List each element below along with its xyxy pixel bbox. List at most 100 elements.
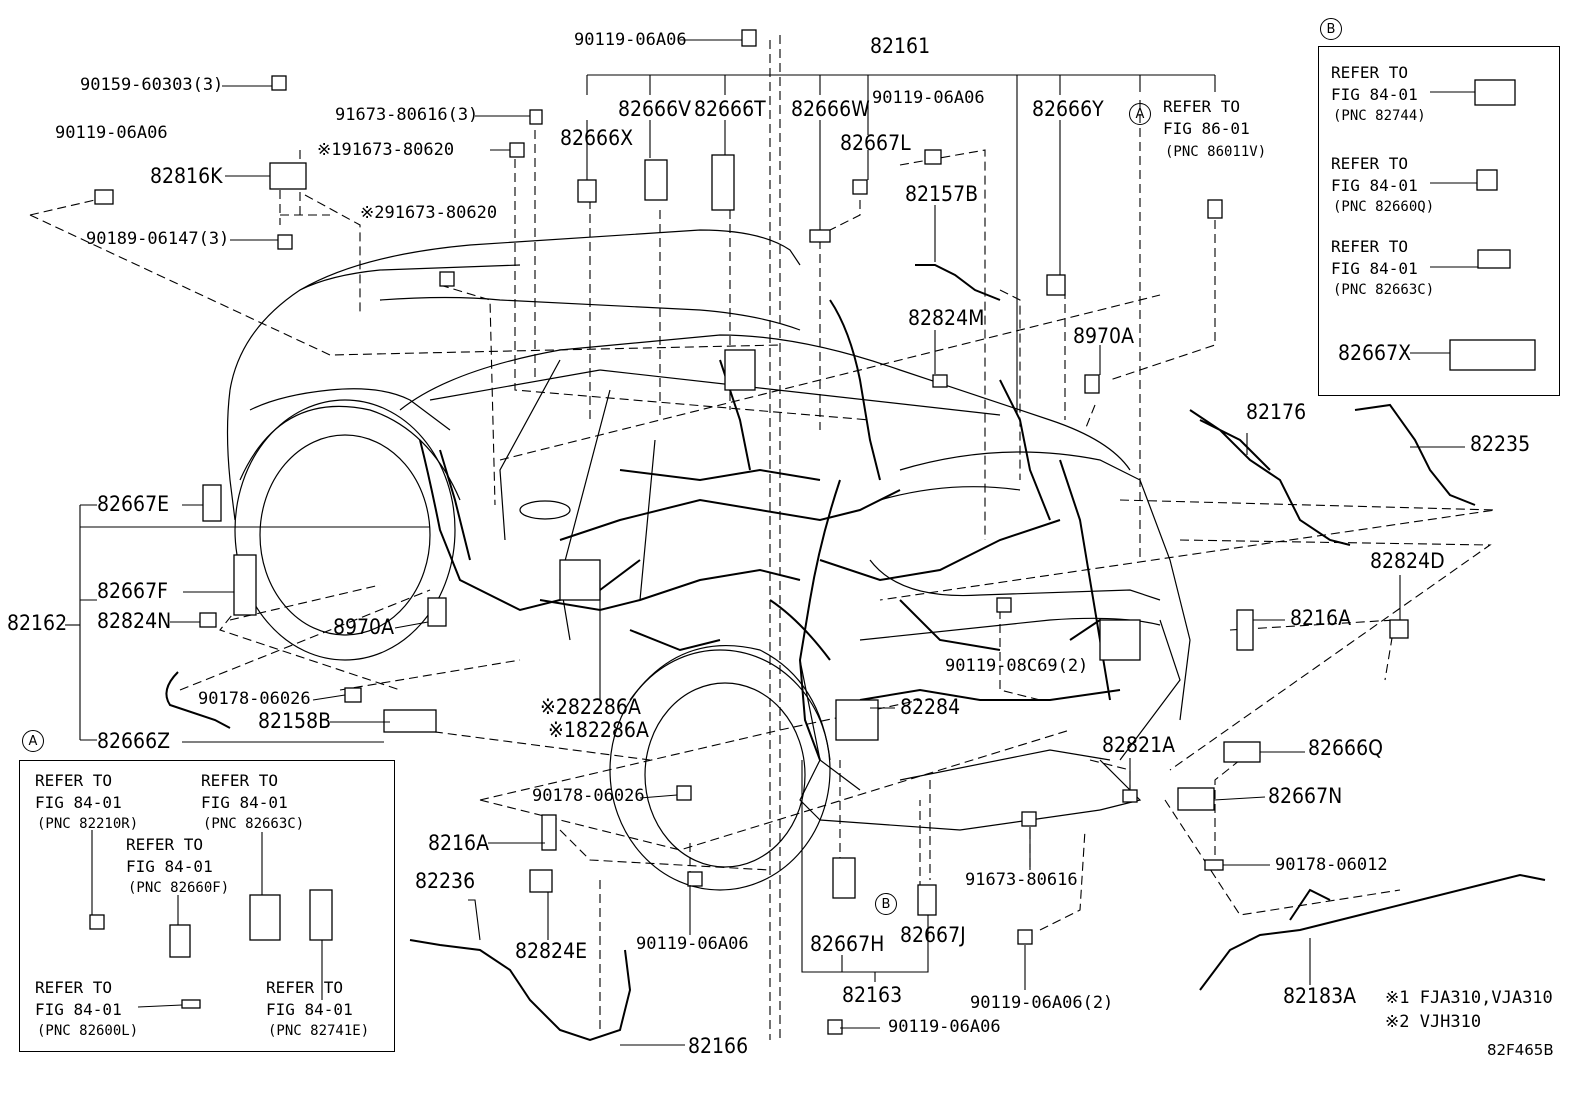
fastener-90159-60303: 90159-60303(3) [80,75,224,95]
note-1: ※1 FJA310,VJA310 [1385,988,1553,1008]
leader-lines [65,39,1478,1046]
part-82183A: 82183A [1283,984,1357,1008]
box-b-item2-pnc: (PNC 82660Q) [1333,199,1435,215]
wheel-outlines [234,399,831,891]
part-82162: 82162 [7,611,68,635]
part-82286A-2: ※282286A [540,695,641,719]
refer-top-line2: FIG 86-01 [1163,119,1250,138]
callout-b-marker-bottom: B [875,893,897,915]
box-a-item3-pnc: (PNC 82660F) [128,880,230,896]
box-a-item1-line2: FIG 84-01 [35,793,122,812]
fastener-90119-06A06-lowest: 90119-06A06 [888,1017,1001,1037]
part-82666X: 82666X [560,126,634,150]
box-b-item1-line2: FIG 84-01 [1331,85,1418,104]
fastener-90119-08C69: 90119-08C69(2) [945,656,1089,676]
component-glyphs [89,29,1536,1035]
part-8970A-top: 8970A [1073,324,1134,348]
box-a-item5-line2: FIG 84-01 [266,1000,353,1019]
part-82666T: 82666T [694,97,766,121]
part-8216A-right: 8216A [1290,606,1351,630]
box-a-item2-pnc: (PNC 82663C) [203,816,305,832]
part-82666Q: 82666Q [1308,736,1383,760]
fastener-90189-06147: 90189-06147(3) [86,229,230,249]
part-82666Y: 82666Y [1032,97,1104,121]
fastener-90119-06A06-left: 90119-06A06 [55,123,168,143]
part-82667E: 82667E [97,492,170,516]
box-a-item5-pnc: (PNC 82741E) [268,1023,370,1039]
part-82667L: 82667L [840,131,911,155]
box-b-legend [1318,46,1560,396]
note-2: ※2 VJH310 [1385,1012,1482,1032]
part-82824D: 82824D [1370,549,1445,573]
fastener-90178-06026-left: 90178-06026 [198,689,311,709]
box-a-item4-pnc: (PNC 82600L) [37,1023,139,1039]
box-b-marker: B [1320,18,1342,40]
box-b-item3-line1: REFER TO [1331,237,1409,256]
fastener-90119-06A06-top: 90119-06A06 [574,30,687,50]
part-82667H: 82667H [810,932,885,956]
box-b-item1-pnc: (PNC 82744) [1333,108,1426,124]
part-82157B: 82157B [905,182,979,206]
part-8216A-left: 8216A [428,831,489,855]
box-b-item2-line1: REFER TO [1331,154,1409,173]
fastener-90178-06026-mid: 90178-06026 [532,786,645,806]
fastener-90119-06A06-mid: 90119-06A06 [872,88,985,108]
harness-82235 [1354,403,1476,506]
fastener-90178-06012: 90178-06012 [1275,855,1388,875]
callout-a-marker-top: A [1129,103,1151,125]
part-82666V: 82666V [618,97,692,121]
fastener-91673-80620-1: ※191673-80620 [317,140,455,160]
box-a-item4-line1: REFER TO [35,978,113,997]
part-82667J: 82667J [900,923,966,947]
part-82666W: 82666W [791,97,870,121]
box-a-item5-line1: REFER TO [266,978,344,997]
box-a-item2-line2: FIG 84-01 [201,793,288,812]
refer-top-line1: REFER TO [1163,97,1241,116]
box-b-part-82667X: 82667X [1338,341,1412,365]
part-82176: 82176 [1246,400,1307,424]
part-82236: 82236 [415,869,476,893]
part-82286A-1: ※182286A [548,718,649,742]
harness-82183A [1199,873,1546,991]
fastener-90119-06A06-bottom: 90119-06A06 [636,934,749,954]
fastener-91673-80616: 91673-80616 [965,870,1078,890]
harness-82157B [915,264,1001,301]
box-a-item1-line1: REFER TO [35,771,113,790]
box-a-legend [19,760,395,1052]
harness-82236 [409,939,632,1042]
part-82235: 82235 [1470,432,1531,456]
part-82824M: 82824M [908,306,985,330]
part-82163: 82163 [842,983,903,1007]
part-82816K: 82816K [150,164,223,188]
box-a-item1-pnc: (PNC 82210R) [37,816,139,832]
part-82667F: 82667F [97,579,168,603]
box-b-item3-pnc: (PNC 82663C) [1333,282,1435,298]
box-b-item2-line2: FIG 84-01 [1331,176,1418,195]
part-82667N: 82667N [1268,784,1343,808]
part-82666Z: 82666Z [97,729,171,753]
part-82161: 82161 [870,34,931,58]
fastener-91673-80620-2: ※291673-80620 [360,203,498,223]
part-8970A-left: 8970A [333,615,394,639]
part-82824E: 82824E [515,939,588,963]
box-b-item3-line2: FIG 84-01 [1331,259,1418,278]
box-a-item3-line2: FIG 84-01 [126,857,213,876]
fastener-90119-06A06-2: 90119-06A06(2) [970,993,1114,1013]
part-82158B: 82158B [258,709,332,733]
part-82821A: 82821A [1102,733,1176,757]
part-82284: 82284 [900,695,961,719]
wire-harness-lines [419,299,1131,761]
harness-82158B [165,671,231,729]
box-b-item1-line1: REFER TO [1331,63,1409,82]
box-a-item3-line1: REFER TO [126,835,204,854]
vehicle-body-outline [226,229,1191,831]
box-a-item2-line1: REFER TO [201,771,279,790]
box-a-item4-line2: FIG 84-01 [35,1000,122,1019]
refer-top-pnc: (PNC 86011V) [1165,144,1267,160]
figure-code: 82F465B [1487,1041,1554,1059]
box-a-marker: A [22,730,44,752]
harness-82176 [1189,409,1351,546]
part-82166: 82166 [688,1034,749,1058]
fastener-91673-80616-3: 91673-80616(3) [335,105,479,125]
